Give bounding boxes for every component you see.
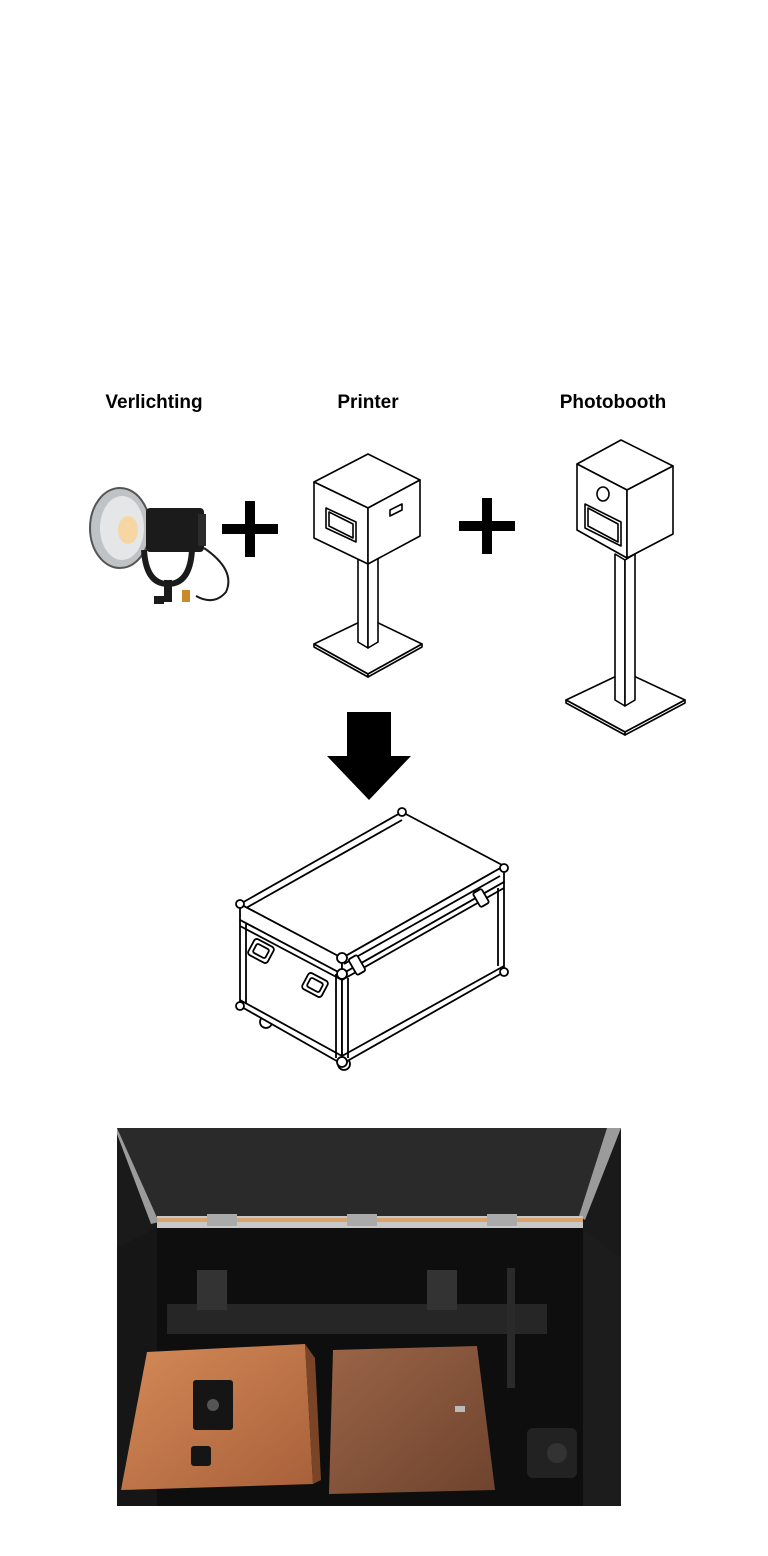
- arrow-down-icon: [327, 712, 411, 800]
- case-photo: [117, 1128, 621, 1506]
- plus-icon: [222, 501, 278, 557]
- photobooth-label: Photobooth: [559, 392, 667, 413]
- photobooth-stand-icon: [565, 439, 686, 736]
- lighting-label: Verlichting: [105, 392, 203, 413]
- printer-stand-icon: [313, 453, 423, 678]
- studio-light-icon: [89, 487, 230, 604]
- flight-case-icon: [235, 807, 509, 1071]
- plus-icon: [459, 498, 515, 554]
- printer-label: Printer: [337, 392, 399, 413]
